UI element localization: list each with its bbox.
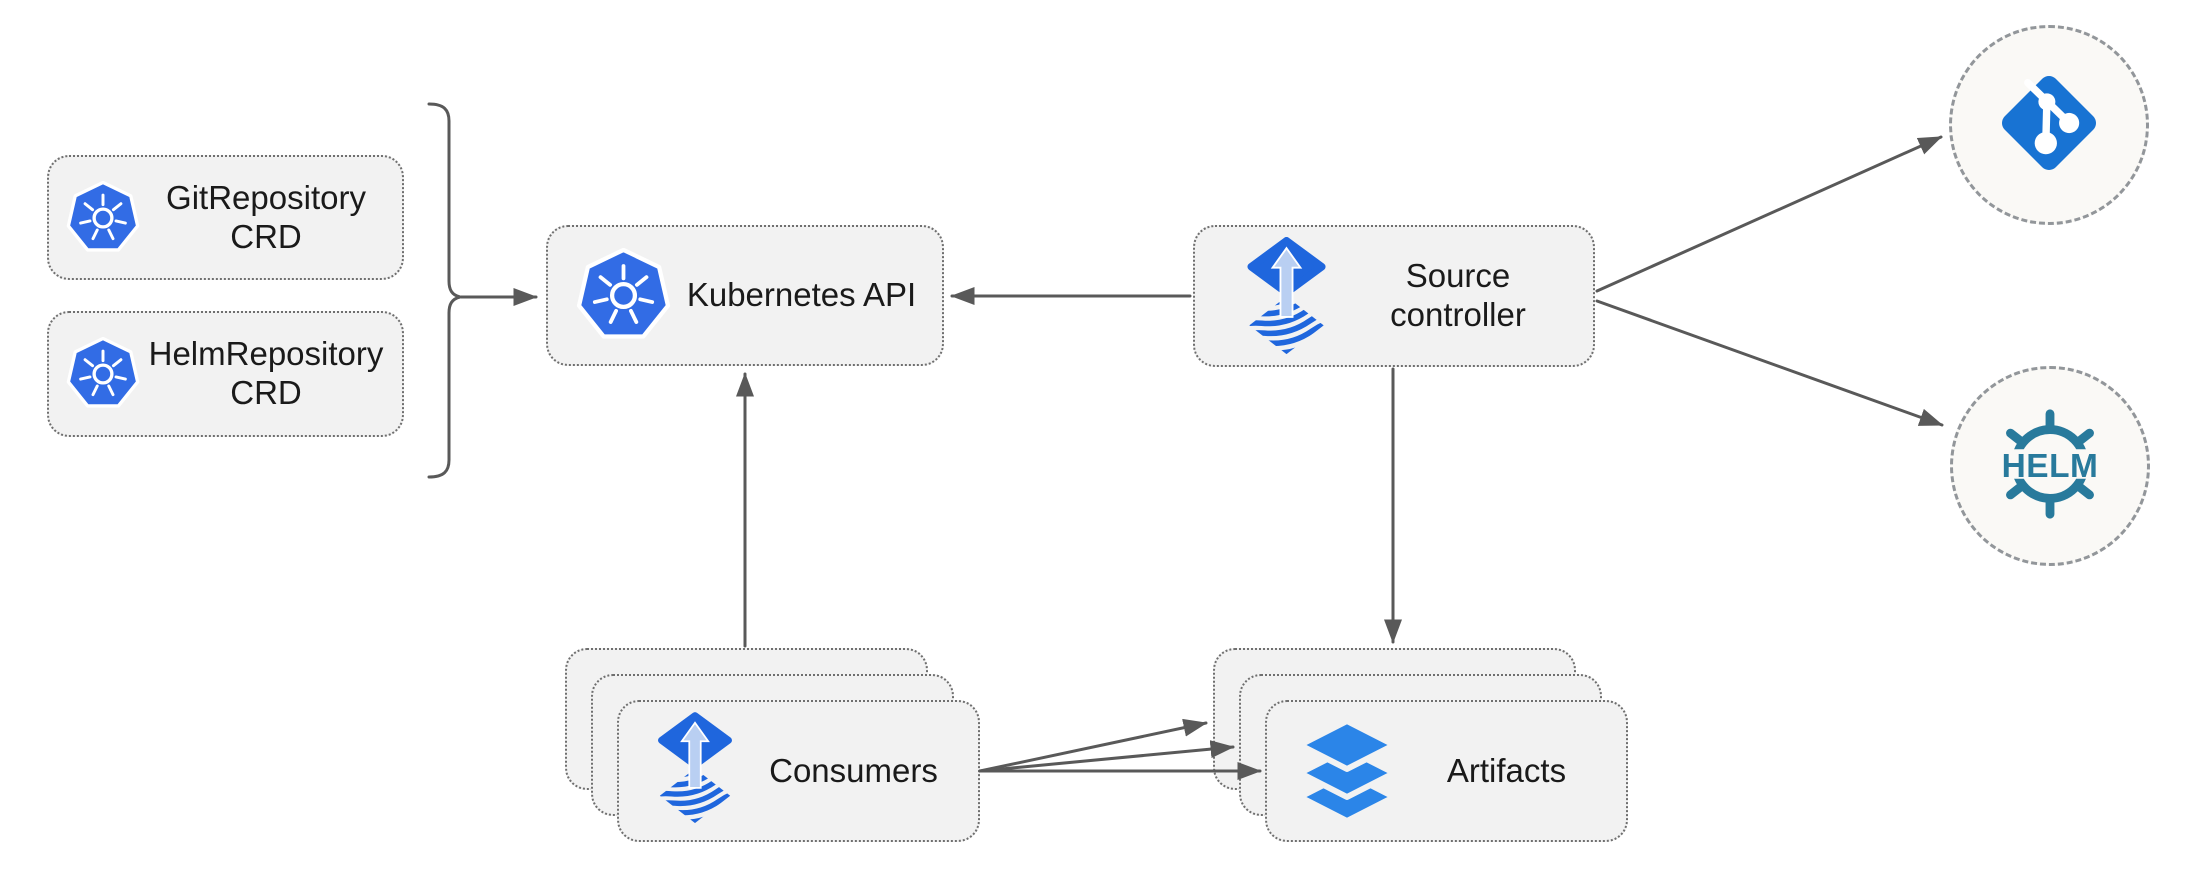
edge-source-controller-to-git-remote: [1595, 135, 1943, 293]
source-controller-node: Source controller: [1193, 225, 1595, 367]
edge-source-controller-to-helm-remote: [1595, 299, 1944, 427]
git-icon: [1996, 70, 2102, 181]
node-label: HelmRepository CRD: [140, 335, 402, 413]
kubernetes-icon: [576, 248, 671, 343]
consumers-node: Consumers: [617, 700, 980, 842]
edge-consumers-to-artifacts-1: [978, 718, 1208, 773]
node-label: Kubernetes API: [686, 276, 917, 314]
node-label-line2: CRD: [230, 217, 302, 255]
node-label: Consumers: [769, 751, 938, 789]
flux-source-icon: [1240, 236, 1333, 356]
node-label: Source controller: [1333, 257, 1593, 335]
node-label: Artifacts: [1446, 751, 1567, 789]
consumers-stack: Consumers: [565, 648, 985, 848]
node-label: GitRepository CRD: [140, 179, 402, 257]
node-label-line2: controller: [1390, 296, 1526, 333]
helm-remote-node: HELM: [1950, 366, 2150, 566]
flux-source-icon: [651, 712, 739, 830]
git-remote-node: [1949, 25, 2149, 225]
helm-repository-crd-node: HelmRepository CRD: [47, 311, 404, 437]
helm-icon: HELM: [1989, 405, 2111, 528]
node-label-line1: GitRepository: [166, 178, 366, 216]
artifacts-node: Artifacts: [1265, 700, 1628, 842]
node-label-line1: Source: [1405, 257, 1511, 295]
layers-icon: [1297, 717, 1397, 826]
node-label-line2: CRD: [230, 374, 302, 411]
crd-group-bracket: [427, 102, 461, 479]
kubernetes-api-node: Kubernetes API: [546, 225, 944, 366]
node-label-line1: HelmRepository: [148, 335, 384, 373]
git-repository-crd-node: GitRepository CRD: [47, 155, 404, 280]
kubernetes-icon: [66, 337, 140, 411]
kubernetes-icon: [66, 180, 140, 255]
helm-logo-text: HELM: [2002, 447, 2099, 484]
edge-consumers-to-artifacts-2: [978, 740, 1235, 773]
artifacts-stack: Artifacts: [1213, 648, 1633, 848]
